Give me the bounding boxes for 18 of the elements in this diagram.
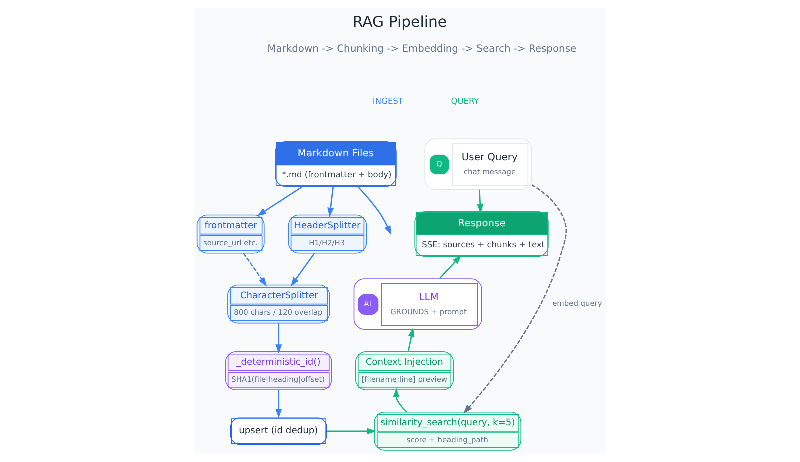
arrow bbox=[464, 184, 568, 414]
arrow bbox=[257, 186, 304, 216]
label: QUERY bbox=[451, 96, 480, 106]
edge-label: embed query bbox=[552, 299, 602, 308]
arrow bbox=[243, 253, 268, 287]
arrow bbox=[393, 388, 408, 413]
arrow bbox=[408, 328, 415, 352]
arrow bbox=[290, 253, 316, 287]
diagram-title: RAG Pipeline bbox=[352, 12, 448, 31]
arrow bbox=[276, 390, 282, 418]
arrow bbox=[477, 190, 484, 214]
arrow bbox=[439, 255, 462, 280]
arrow bbox=[327, 428, 376, 435]
arrow bbox=[358, 186, 392, 236]
arrow bbox=[328, 186, 334, 218]
arrow bbox=[276, 324, 282, 354]
label: INGEST bbox=[372, 96, 404, 106]
label: Markdown -> Chunking -> Embedding -> Search -> Response bbox=[268, 44, 577, 56]
